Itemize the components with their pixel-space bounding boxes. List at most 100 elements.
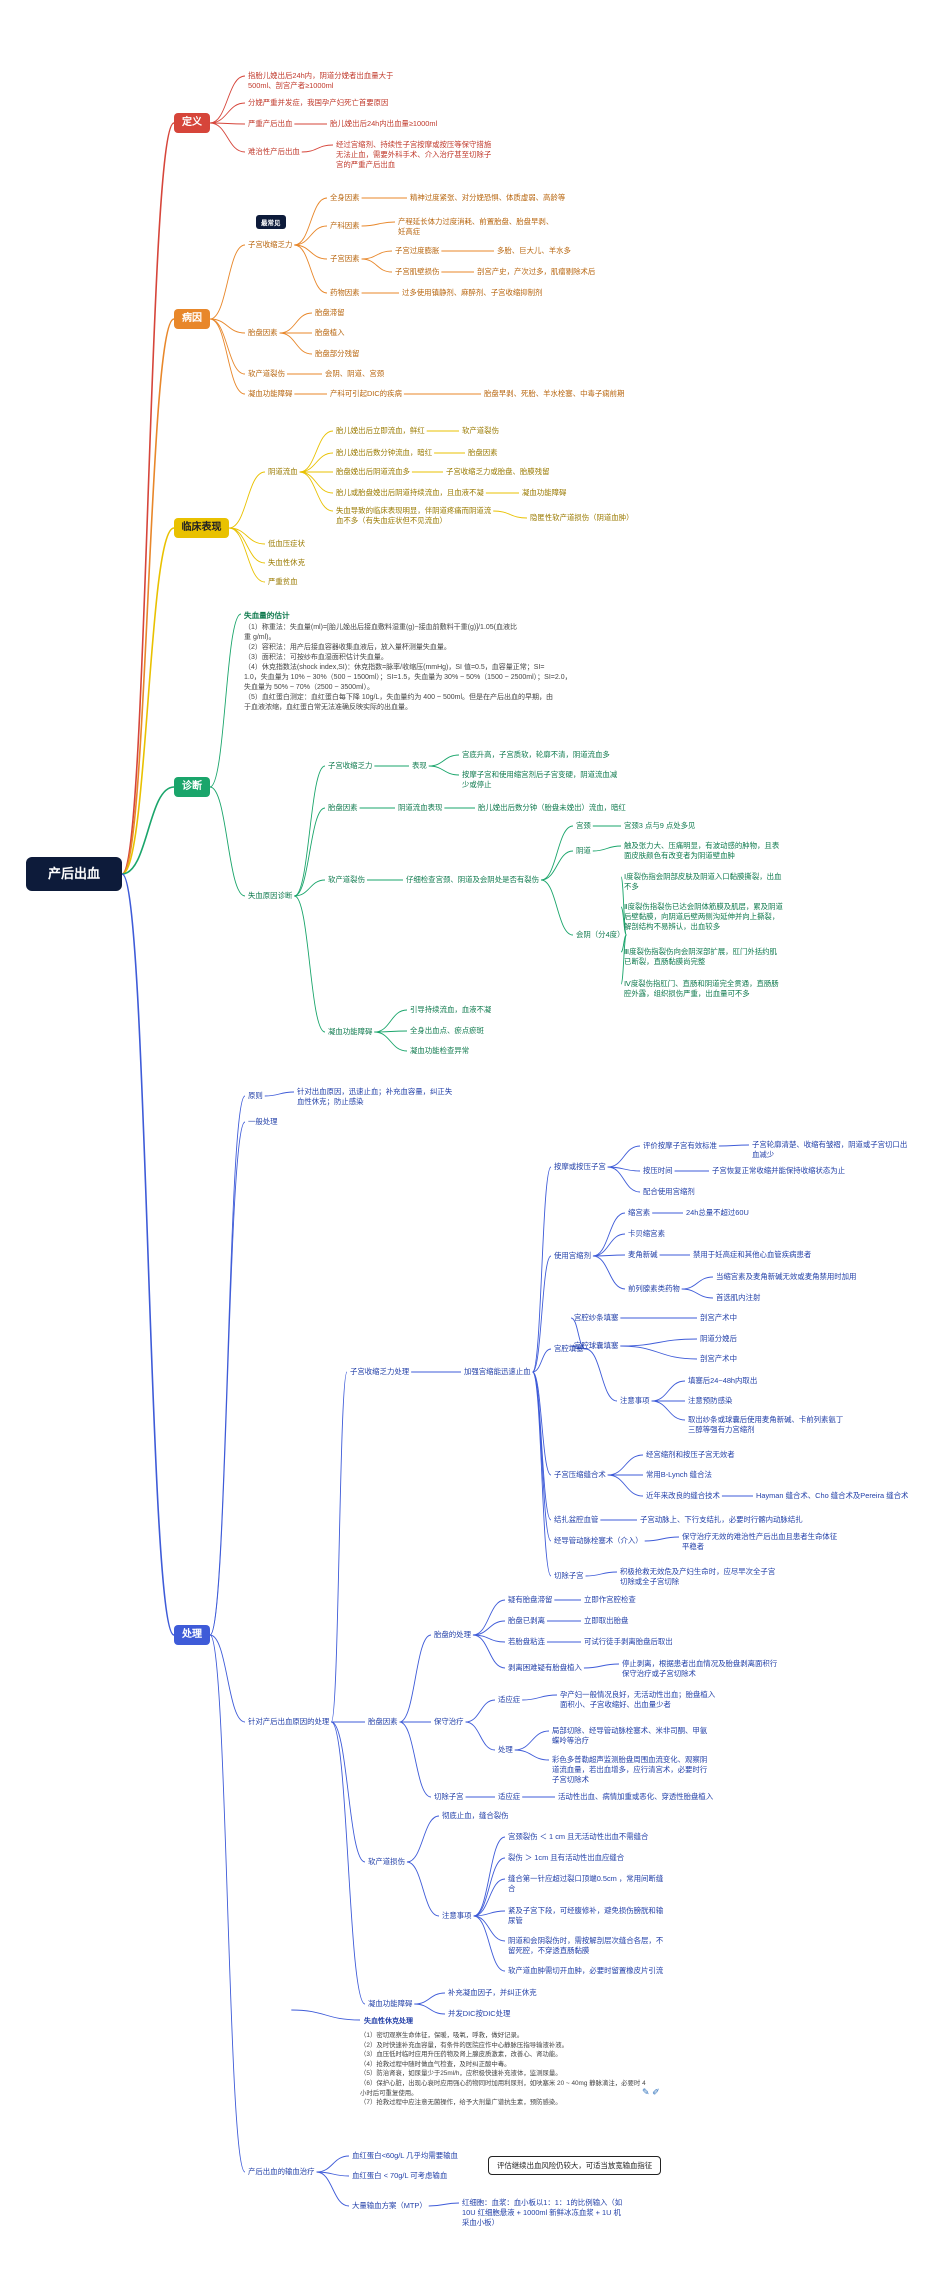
node-t1c2d[interactable]: 紧及子宫下段，可经腹修补，避免损伤膀胱和输 尿管 — [508, 1906, 664, 1925]
node-c2b[interactable]: 胎盘植入 — [315, 328, 345, 337]
node-d1d3[interactable]: 凝血功能检查异常 — [410, 1046, 470, 1055]
node-t1b1a1[interactable]: 立即作宫腔检查 — [584, 1595, 636, 1604]
node-cau[interactable]: 病因 — [174, 309, 210, 329]
pen-icon[interactable]: ✐ — [652, 2087, 660, 2097]
node-d1c1[interactable]: 仔细检查宫颈、阴道及会阴处是否有裂伤 — [406, 875, 540, 884]
node-m1a1[interactable]: 软产道裂伤 — [462, 426, 499, 435]
node-t1a1b3a[interactable]: 禁用于妊高症和其他心血管疾病患者 — [693, 1250, 812, 1259]
node-d1c[interactable]: 软产道裂伤 — [328, 875, 365, 884]
node-m4[interactable]: 严重贫血 — [268, 577, 298, 586]
node-t1a1f1[interactable]: 保守治疗无效的难治性产后出血且患者生命体征 平稳者 — [682, 1532, 838, 1551]
node-t1b3a[interactable]: 适应症 — [498, 1792, 521, 1801]
node-d1b[interactable]: 胎盘因素 — [328, 803, 358, 812]
node-t1b1b[interactable]: 胎盘已剥离 — [508, 1616, 545, 1625]
node-t1a1b1[interactable]: 缩宫素 — [628, 1208, 651, 1217]
node-d1a1a[interactable]: 宫底升高，子宫质软，轮廓不清，阴道流血多 — [462, 750, 610, 759]
node-t2a[interactable]: 血红蛋白<60g/L 几乎均需要输血 — [352, 2151, 458, 2160]
node-c4a1[interactable]: 胎盘早剥、死胎、羊水栓塞、中毒子痫前期 — [484, 389, 625, 398]
node-t1b1[interactable]: 胎盘的处理 — [434, 1630, 471, 1639]
node-t1c2c[interactable]: 缝合第一针应超过裂口顶端0.5cm ，常用间断缝 合 — [508, 1874, 664, 1893]
node-t1a1d[interactable]: 子宫压缩缝合术 — [554, 1470, 606, 1479]
node-t1b2b2[interactable]: 彩色多普勒超声监测胎盘周围血流变化、观察阴 道流血量，若出血增多，应行清宫术，必… — [552, 1755, 708, 1784]
node-m1e[interactable]: 失血导致的临床表现明显，伴阴道疼痛而阴道流 血不多（有失血症状但不见流血） — [336, 506, 492, 525]
node-d1b1[interactable]: 阴道流血表现 — [398, 803, 443, 812]
node-def4[interactable]: 难治性产后出血 — [248, 147, 300, 156]
node-t1a1d3a[interactable]: Hayman 缝合术、Cho 缝合术及Pereira 缝合术 — [756, 1491, 909, 1500]
node-t1a1c2[interactable]: 宫腔球囊填塞 — [574, 1341, 619, 1350]
node-t00[interactable]: 一般处理 — [248, 1117, 278, 1126]
node-t1a1a3[interactable]: 配合使用宫缩剂 — [643, 1187, 695, 1196]
node-t1a1a2[interactable]: 按压时间 — [643, 1166, 673, 1175]
node-t1c1[interactable]: 彻底止血，缝合裂伤 — [442, 1811, 509, 1820]
node-t1a1e[interactable]: 结扎盆腔血管 — [554, 1515, 599, 1524]
node-d1a[interactable]: 子宫收缩乏力 — [328, 761, 373, 770]
node-t1b2a[interactable]: 适应症 — [498, 1695, 521, 1704]
node-c1c1a[interactable]: 多胎、巨大儿、羊水多 — [497, 246, 571, 255]
node-t1b1a[interactable]: 疑有胎盘滞留 — [508, 1595, 553, 1604]
node-t1b2a1[interactable]: 孕产妇一般情况良好，无活动性出血；胎盘植入 面积小、子宫收缩好、出血量少者 — [560, 1690, 716, 1709]
node-t1b1c[interactable]: 若胎盘粘连 — [508, 1637, 545, 1646]
node-t1c2b[interactable]: 裂伤 ＞ 1cm 且有活动性出血应缝合 — [508, 1853, 625, 1862]
node-t1a[interactable]: 子宫收缩乏力处理 — [350, 1367, 410, 1376]
node-t1a1c[interactable]: 宫腔填塞 — [554, 1344, 584, 1353]
node-t1a1c3[interactable]: 注意事项 — [620, 1396, 650, 1405]
node-d1c1c2[interactable]: Ⅱ度裂伤指裂伤已达会阴体筋膜及肌层，累及阴道 后壁黏膜，向阴道后壁两侧沟延伸并向… — [624, 902, 783, 931]
node-def2[interactable]: 分娩严重并发症，我国孕产妇死亡首要原因 — [248, 98, 389, 107]
node-t1a1c3c[interactable]: 取出纱条或球囊后使用麦角新碱、卡前列素氨丁 三醇等强有力宫缩剂 — [688, 1415, 844, 1434]
node-c2c[interactable]: 胎盘部分残留 — [315, 349, 360, 358]
node-d1c1c3[interactable]: Ⅲ度裂伤指裂伤向会阴深部扩展，肛门外括约肌 已断裂，直肠黏膜尚完整 — [624, 947, 777, 966]
node-t1c2f[interactable]: 软产道血肿需切开血肿，必要时留置橡皮片引流 — [508, 1966, 664, 1975]
node-m1a[interactable]: 胎儿娩出后立即流血，鲜红 — [336, 426, 425, 435]
node-c1c2[interactable]: 子宫肌壁损伤 — [395, 267, 440, 276]
node-c1d[interactable]: 药物因素 — [330, 288, 360, 297]
node-dia[interactable]: 诊断 — [174, 777, 210, 797]
node-t1a1g1[interactable]: 积极抢救无效危及产妇生命时，应尽早次全子宫 切除或全子宫切除 — [620, 1567, 776, 1586]
node-t2c[interactable]: 大量输血方案（MTP） — [352, 2201, 427, 2210]
node-c3[interactable]: 软产道裂伤 — [248, 369, 285, 378]
node-d1d1[interactable]: 引导持续流血，血液不凝 — [410, 1005, 492, 1014]
node-t1a1c3a[interactable]: 填塞后24~48h内取出 — [688, 1376, 758, 1385]
node-t1a1[interactable]: 加强宫缩能迅速止血 — [464, 1367, 531, 1376]
node-t1b2[interactable]: 保守治疗 — [434, 1717, 464, 1726]
node-t1a1c3b[interactable]: 注意预防感染 — [688, 1396, 733, 1405]
node-t1d[interactable]: 凝血功能障碍 — [368, 1999, 413, 2008]
node-t1a1b[interactable]: 使用宫缩剂 — [554, 1251, 591, 1260]
node-c1d1[interactable]: 过多使用镇静剂、麻醉剂、子宫收缩抑制剂 — [402, 288, 543, 297]
node-t1[interactable]: 针对产后出血原因的处理 — [248, 1717, 330, 1726]
node-t1b2b1[interactable]: 局部切除、经导管动脉栓塞术、米非司酮、甲氨 蝶呤等治疗 — [552, 1726, 708, 1745]
node-def1[interactable]: 指胎儿娩出后24h内，阴道分娩者出血量大于 500ml、剖宫产者≥1000ml — [248, 71, 394, 90]
node-c4[interactable]: 凝血功能障碍 — [248, 389, 293, 398]
node-m1[interactable]: 阴道流血 — [268, 467, 298, 476]
node-t1a1a2a[interactable]: 子宫恢复正常收缩并能保持收缩状态为止 — [712, 1166, 846, 1175]
node-t1a1f[interactable]: 经导管动脉栓塞术（介入） — [554, 1536, 643, 1545]
node-t1b[interactable]: 胎盘因素 — [368, 1717, 398, 1726]
node-t1a1b3[interactable]: 麦角新碱 — [628, 1250, 658, 1259]
node-c1c1[interactable]: 子宫过度膨胀 — [395, 246, 440, 255]
node-d1c1c[interactable]: 会阴（分4度） — [576, 930, 625, 939]
node-d1c1b1[interactable]: 触及张力大、压痛明显，有波动感的肿物，且表 面皮肤颜色有改变者为阴道壁血肿 — [624, 841, 780, 860]
node-m1e1[interactable]: 隐匿性软产道损伤（阴道血肿） — [530, 513, 634, 522]
node-def[interactable]: 定义 — [174, 113, 210, 133]
node-t1b1d1[interactable]: 停止剥离，根据患者出血情况及胎盘剥离面积行 保守治疗或子宫切除术 — [622, 1659, 778, 1678]
node-m1b[interactable]: 胎儿娩出后数分钟流血，暗红 — [336, 448, 433, 457]
node-c2a[interactable]: 胎盘滞留 — [315, 308, 345, 317]
node-def3a[interactable]: 胎儿娩出后24h内出血量≥1000ml — [330, 119, 438, 128]
node-m1c1[interactable]: 子宫收缩乏力或胎盘、胎膜残留 — [446, 467, 550, 476]
node-t0[interactable]: 原则 — [248, 1091, 263, 1100]
node-t1d1[interactable]: 补充凝血因子，并纠正休克 — [448, 1988, 537, 1997]
node-d1a1b[interactable]: 按摩子宫和使用缩宫剂后子宫变硬，阴道流血减 少或停止 — [462, 770, 618, 789]
node-t1b1c1[interactable]: 可试行徒手剥离胎盘后取出 — [584, 1637, 673, 1646]
node-t1a1c2a[interactable]: 阴道分娩后 — [700, 1334, 737, 1343]
node-t1a1d3[interactable]: 近年来改良的缝合技术 — [646, 1491, 720, 1500]
node-t1b1d[interactable]: 剥离困难疑有胎盘植入 — [508, 1663, 582, 1672]
node-t1b1b1[interactable]: 立即取出胎盘 — [584, 1616, 629, 1625]
node-t2c1[interactable]: 红细胞：血浆：血小板以1：1：1的比例输入（如 10U 红细胞悬液 + 1000… — [462, 2198, 623, 2227]
node-d1d[interactable]: 凝血功能障碍 — [328, 1027, 373, 1036]
node-c1c2a[interactable]: 剖宫产史，产次过多，肌瘤剔除术后 — [477, 267, 596, 276]
node-c3a[interactable]: 会阴、阴道、宫颈 — [325, 369, 385, 378]
node-t1a1e1[interactable]: 子宫动脉上、下行支结扎，必要时行髂内动脉结扎 — [640, 1515, 803, 1524]
node-t1c2a[interactable]: 宫颈裂伤 ＜ 1 cm 且无活动性出血不需缝合 — [508, 1832, 649, 1841]
node-t1a1g[interactable]: 切除子宫 — [554, 1571, 584, 1580]
node-t0a[interactable]: 针对出血原因，迅速止血；补充血容量，纠正失 血性休克；防止感染 — [297, 1087, 453, 1106]
node-t1a1a[interactable]: 按摩或按压子宫 — [554, 1162, 606, 1171]
